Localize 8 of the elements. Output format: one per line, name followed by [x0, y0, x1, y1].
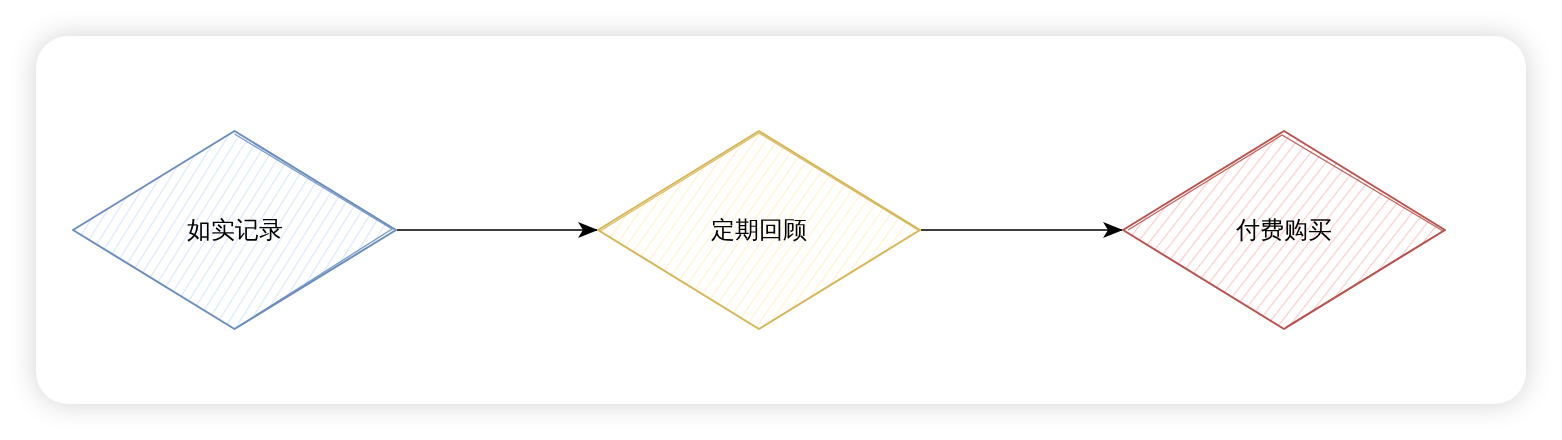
decision-diamond	[72, 130, 397, 330]
arrow	[920, 222, 1123, 238]
decision-diamond	[597, 130, 921, 330]
diamond-label: 如实记录	[186, 215, 283, 245]
diamond-label: 付费购买	[1236, 215, 1332, 245]
decision-diamond	[1122, 130, 1446, 330]
arrow	[396, 222, 598, 238]
diamond-label: 定期回顾	[711, 215, 807, 245]
